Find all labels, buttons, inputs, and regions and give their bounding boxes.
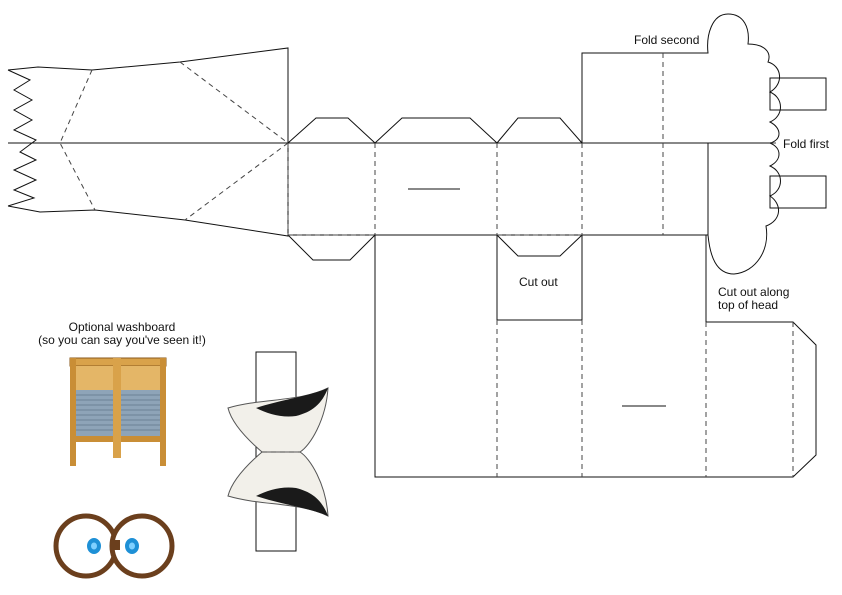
cut-out-head-line2: top of head <box>718 298 779 312</box>
ear-tab-top <box>769 77 827 111</box>
fold-first-label: Fold first <box>783 137 830 151</box>
fold-second-label: Fold second <box>634 33 700 47</box>
head-upper <box>581 13 827 209</box>
glasses-icon <box>53 513 175 579</box>
cut-out-label: Cut out <box>519 275 558 289</box>
washboard-caption-line1: Optional washboard <box>68 320 176 334</box>
ear-tab-bottom <box>769 175 827 209</box>
cut-out-window <box>496 235 583 321</box>
washboard-caption: Optional washboard (so you can say you'v… <box>32 321 212 347</box>
body-strip <box>287 117 709 261</box>
arm-panel <box>7 47 289 237</box>
cut-out-head-line1: Cut out along <box>718 285 790 299</box>
lower-body <box>374 235 817 478</box>
washboard-icon <box>69 357 167 466</box>
cut-out-head-label: Cut out along top of head <box>718 286 789 312</box>
washboard-caption-line2: (so you can say you've seen it!) <box>38 333 206 347</box>
hat-brim-icon <box>227 351 329 552</box>
head-lower <box>662 142 781 275</box>
